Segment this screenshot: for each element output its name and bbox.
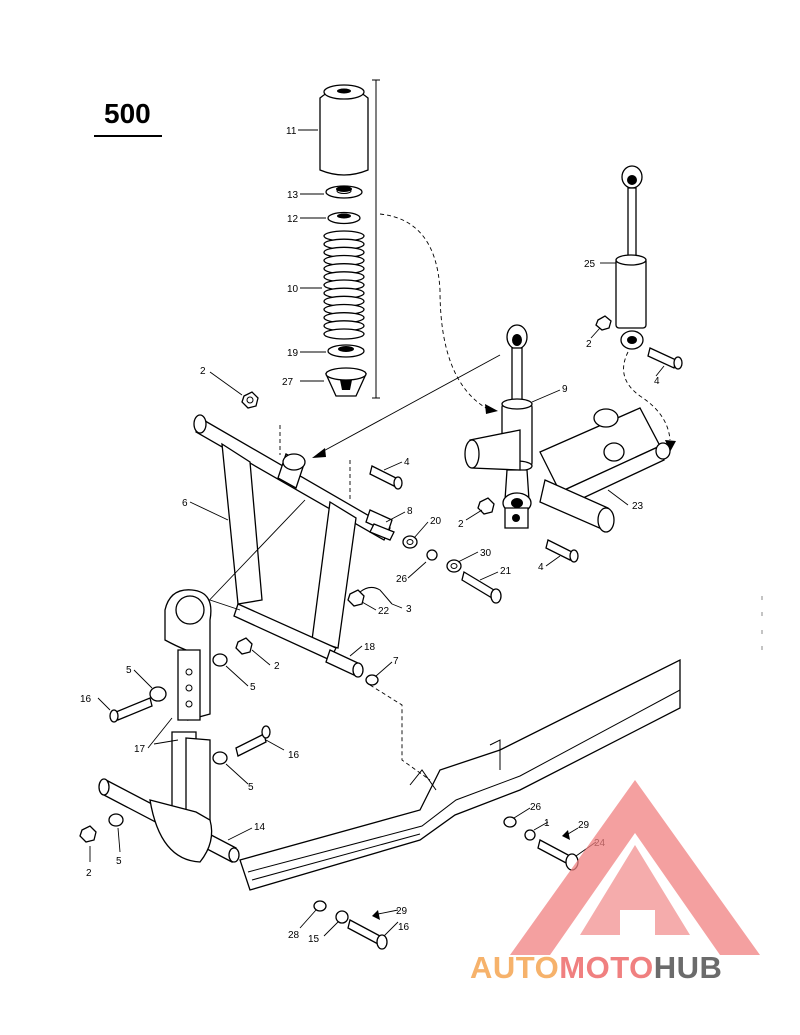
callout-2-top: 2 <box>200 366 206 377</box>
hardware <box>79 315 683 950</box>
callout-14: 14 <box>254 822 266 833</box>
page-number: 500 <box>104 98 151 129</box>
callout-23: 23 <box>632 501 644 512</box>
callout-25: 25 <box>584 259 596 270</box>
callout-21: 21 <box>500 566 512 577</box>
callout-15: 15 <box>308 934 320 945</box>
callout-5-middle: 5 <box>248 782 254 793</box>
callout-5-upper-left: 5 <box>126 665 132 676</box>
callout-2-rear-shock: 2 <box>586 339 592 350</box>
logo-text-moto: MOTO <box>559 950 654 985</box>
page-number-underline <box>94 135 162 137</box>
automotohub-logo-text: AUTOMOTOHUB <box>470 950 722 986</box>
callout-2-shock: 2 <box>458 519 464 530</box>
callout-4-top: 4 <box>404 457 410 468</box>
automotohub-logo <box>510 780 760 955</box>
callout-27: 27 <box>282 377 294 388</box>
callout-5-arm: 5 <box>250 682 256 693</box>
callout-26-lower: 26 <box>530 802 542 813</box>
callout-29-right: 29 <box>578 820 590 831</box>
callout-4-rear-shock: 4 <box>654 376 660 387</box>
part-10-spring <box>323 230 365 340</box>
callout-16-bottom: 16 <box>398 922 410 933</box>
callout-22: 22 <box>378 606 390 617</box>
part-11-boot <box>319 84 369 176</box>
callout-2-bottom-left: 2 <box>86 868 92 879</box>
callout-5-bottom-left: 5 <box>116 856 122 867</box>
callout-29-bottom: 29 <box>396 906 408 917</box>
callout-1: 1 <box>544 818 550 829</box>
part-27-spring-seat <box>324 367 368 397</box>
callout-7: 7 <box>393 656 399 667</box>
callout-11: 11 <box>286 126 297 137</box>
logo-text-hub: HUB <box>653 950 723 985</box>
callout-6: 6 <box>182 498 188 509</box>
part-12-ring <box>327 211 361 225</box>
leader-arm-to-shock <box>317 354 501 455</box>
callout-12: 12 <box>287 214 299 225</box>
callout-28: 28 <box>288 930 300 941</box>
spring-coil <box>323 328 365 340</box>
callout-3: 3 <box>406 604 412 615</box>
callout-8: 8 <box>407 506 413 517</box>
part-19-ring <box>327 344 365 358</box>
callout-16-middle: 16 <box>288 750 300 761</box>
spring-stack <box>319 79 498 414</box>
part-25-rear-shock <box>615 165 676 452</box>
callout-19: 19 <box>287 348 299 359</box>
callout-18: 18 <box>364 642 376 653</box>
callout-10: 10 <box>287 284 299 295</box>
callout-16-left: 16 <box>80 694 92 705</box>
callout-leaders <box>89 129 665 937</box>
part-14-rear-tube <box>98 778 240 863</box>
callout-20: 20 <box>430 516 442 527</box>
part-17-link-plates <box>164 589 212 831</box>
callout-4-shock: 4 <box>538 562 544 573</box>
part-23-cross-arm <box>464 407 671 533</box>
logo-text-auto: AUTO <box>470 950 560 985</box>
callout-26-upper: 26 <box>396 574 408 585</box>
callout-30: 30 <box>480 548 492 559</box>
callout-17: 17 <box>134 744 146 755</box>
part-6-front-arm <box>193 414 395 678</box>
slide-rail <box>239 658 681 891</box>
part-9-front-shock <box>501 324 533 514</box>
callout-13: 13 <box>287 190 299 201</box>
callout-2-arm: 2 <box>274 661 280 672</box>
part-13-ring <box>325 185 363 199</box>
callout-9: 9 <box>562 384 568 395</box>
